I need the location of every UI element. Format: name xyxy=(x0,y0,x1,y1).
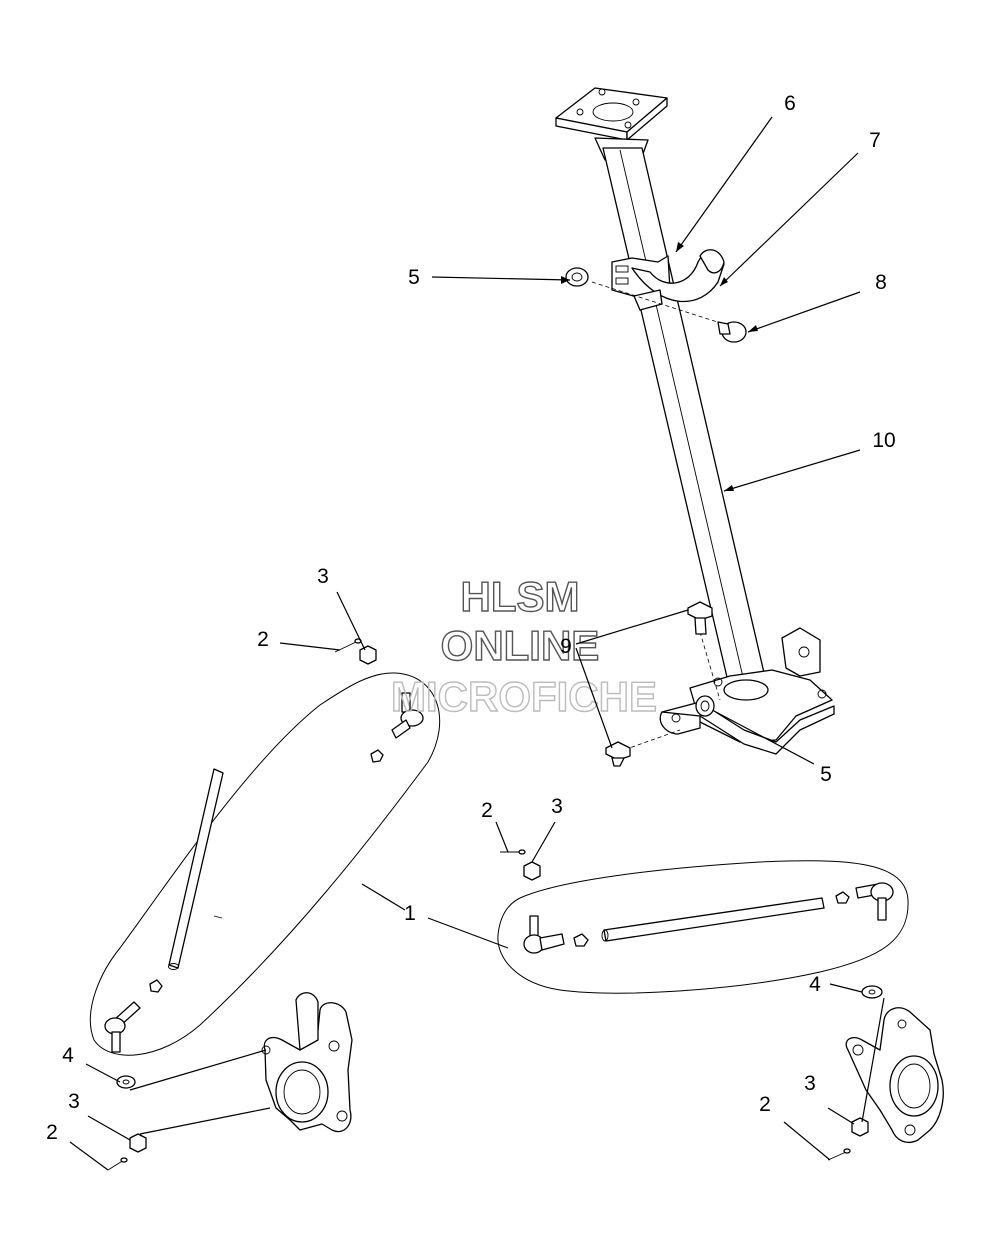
right-tie-rod-end-outer xyxy=(855,882,894,921)
watermark: HLSM ONLINE MICROFICHE xyxy=(390,572,657,720)
left-castle-nut-bottom xyxy=(129,1133,147,1153)
callout-1: 1 xyxy=(404,902,416,925)
callout-3-right-bottom: 3 xyxy=(804,1072,816,1095)
clamp-pin xyxy=(717,321,747,343)
left-steering-knuckle xyxy=(261,992,353,1133)
leader-lines xyxy=(69,116,885,1171)
right-jam-nut-inner xyxy=(573,933,589,947)
right-cotter-pin-top xyxy=(500,849,526,855)
callout-2-right-bottom: 2 xyxy=(759,1093,771,1116)
callout-2-right-top: 2 xyxy=(481,799,493,822)
watermark-line-3: MICROFICHE xyxy=(391,673,657,720)
callout-5-upper: 5 xyxy=(408,266,420,289)
callout-4-right: 4 xyxy=(809,973,821,996)
left-cotter-pin-bottom xyxy=(107,1157,128,1171)
flange-bolt-upper xyxy=(687,601,713,635)
right-washer xyxy=(861,985,883,999)
steering-column-tube xyxy=(602,147,769,691)
callout-2-left-bottom: 2 xyxy=(46,1121,58,1144)
callout-6: 6 xyxy=(784,92,796,115)
watermark-line-1: HLSM xyxy=(461,573,580,620)
right-castle-nut-top xyxy=(523,861,541,881)
right-steering-knuckle xyxy=(845,1007,944,1144)
watermark-line-2: ONLINE xyxy=(441,622,600,669)
left-jam-nut-inner xyxy=(370,749,384,763)
right-jam-nut-outer xyxy=(835,891,850,904)
right-tie-rod-group-outline xyxy=(497,860,909,994)
left-castle-nut-top xyxy=(359,645,377,665)
left-tie-rod xyxy=(168,768,224,970)
grommet-upper xyxy=(565,267,589,287)
right-cotter-pin-bottom xyxy=(827,1148,851,1161)
callout-3-left-top: 3 xyxy=(317,565,329,588)
grommet-lower xyxy=(695,695,715,717)
callout-5-lower: 5 xyxy=(820,763,832,786)
left-tie-rod-group-outline xyxy=(89,672,441,1056)
callout-3-left-bottom: 3 xyxy=(68,1090,80,1113)
flange-bolt-lower xyxy=(605,741,631,767)
steering-column-clamp xyxy=(591,249,731,327)
right-tie-rod xyxy=(601,897,825,942)
left-tie-rod-end-outer xyxy=(104,1001,141,1053)
left-washer xyxy=(116,1075,136,1089)
callout-9: 9 xyxy=(560,635,572,658)
callout-3-right-top: 3 xyxy=(551,795,563,818)
callout-7: 7 xyxy=(869,129,881,152)
callout-10: 10 xyxy=(872,429,895,452)
left-tie-rod-end-inner xyxy=(391,692,424,739)
right-tie-rod-end-inner xyxy=(523,915,565,954)
callout-4-left: 4 xyxy=(62,1044,74,1067)
callout-2-left-top: 2 xyxy=(257,628,269,651)
callout-labels: 1 2 2 2 2 3 3 3 3 4 4 5 5 6 7 8 9 10 xyxy=(46,92,896,1144)
callout-8: 8 xyxy=(875,271,887,294)
right-castle-nut-bottom xyxy=(851,1117,869,1137)
left-jam-nut-outer xyxy=(149,979,163,993)
